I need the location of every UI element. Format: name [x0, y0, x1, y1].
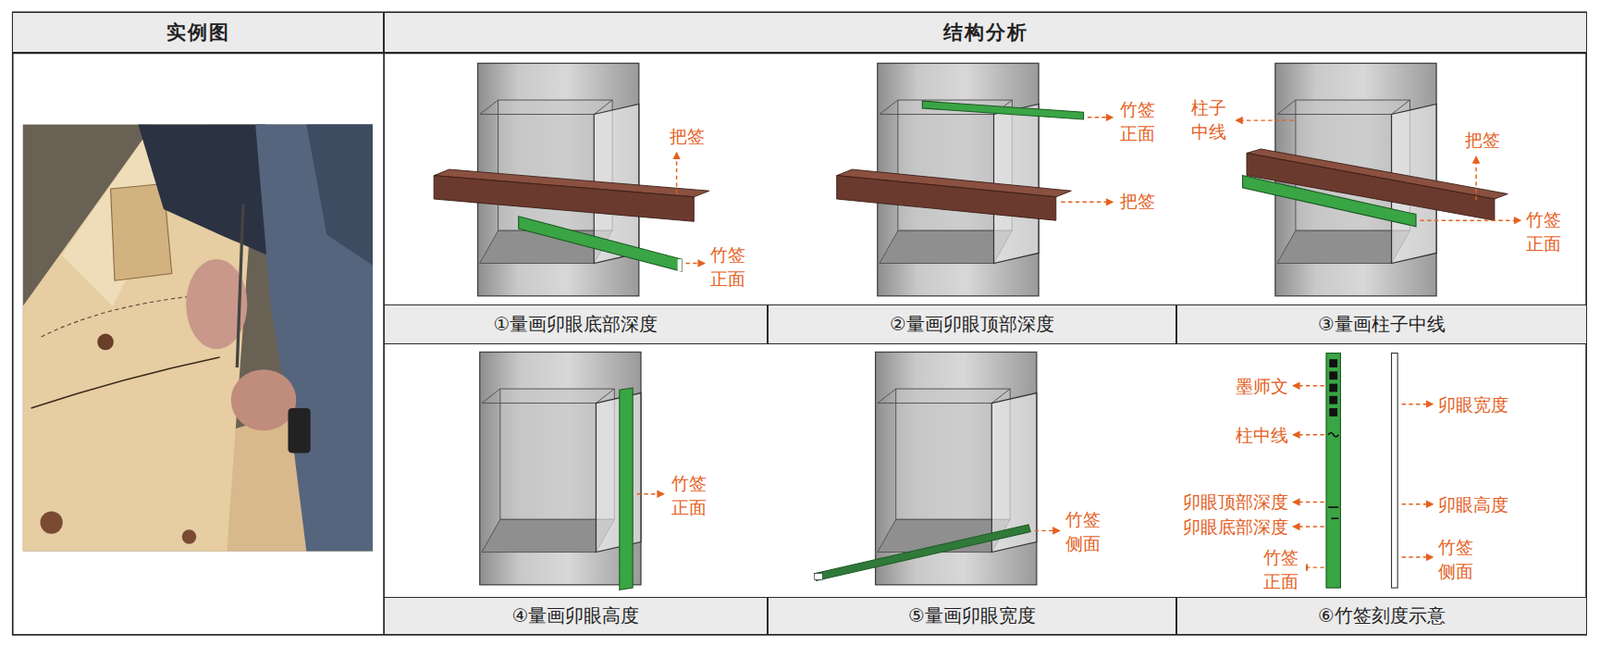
caption-text: ④量画卯眼高度 — [512, 603, 640, 628]
part-label: 卯眼高度 — [1436, 492, 1511, 517]
polygon-shape — [255, 124, 373, 552]
polygon-shape — [1243, 175, 1416, 227]
line-shape — [1328, 505, 1339, 508]
rect-shape — [1329, 370, 1338, 380]
part-label: 竹签 正面 — [1261, 545, 1306, 593]
part-label: 墨师文 — [1233, 374, 1291, 399]
caption-band: ⑥竹签刻度示意 — [1176, 596, 1588, 635]
polygon-shape — [836, 175, 1057, 222]
line-shape — [1475, 157, 1477, 200]
rect-shape — [1329, 395, 1338, 405]
caption-text: ②量画卯眼顶部深度 — [889, 311, 1055, 337]
part-label: 竹签 正面 — [1524, 208, 1569, 256]
part-label: 柱子 中线 — [1189, 96, 1234, 144]
circle-shape — [97, 333, 114, 351]
rect-shape — [1329, 358, 1338, 368]
rect-shape — [1329, 383, 1338, 393]
part-label: 卯眼底部深度 — [1181, 515, 1291, 540]
use-shape — [480, 351, 641, 584]
path-shape — [1328, 432, 1339, 437]
use-shape — [875, 351, 1037, 584]
caption-band: ⑤量画卯眼宽度 — [767, 596, 1177, 635]
part-label: 把签 — [1118, 189, 1157, 214]
part-label: 卯眼顶部深度 — [1181, 490, 1291, 515]
polygon-shape — [813, 524, 1031, 581]
line-shape — [1060, 201, 1112, 203]
polygon-shape — [619, 387, 633, 590]
header-cell: 实例图 — [12, 12, 384, 53]
line-shape — [1087, 116, 1112, 118]
caption-text: ⑥竹签刻度示意 — [1317, 603, 1446, 628]
part-label: 竹签 侧面 — [1436, 535, 1481, 583]
caption-band: ④量画卯眼高度 — [383, 596, 768, 635]
part-label: 柱中线 — [1233, 423, 1291, 448]
part-label: 竹签 侧面 — [1063, 507, 1108, 555]
polygon-shape — [433, 175, 694, 222]
photo — [23, 124, 373, 552]
circle-shape — [182, 529, 197, 543]
polygon-shape — [137, 124, 268, 256]
polygon-shape — [306, 124, 373, 266]
rect-shape — [1326, 353, 1341, 589]
line-shape — [1034, 529, 1059, 531]
polygon-shape — [518, 216, 682, 272]
part-label: 竹签 正面 — [1118, 98, 1163, 146]
line-shape — [236, 204, 244, 368]
rect-shape — [23, 124, 373, 552]
part-label: 卯眼宽度 — [1436, 393, 1511, 418]
line-shape — [637, 492, 665, 494]
part-label: 把签 — [1463, 128, 1502, 153]
line-shape — [1402, 555, 1433, 557]
line-shape — [1330, 516, 1339, 519]
header-text: 实例图 — [166, 19, 231, 46]
caption-band: ①量画卯眼底部深度 — [383, 304, 768, 345]
line-shape — [1402, 503, 1433, 505]
header-text: 结构分析 — [943, 19, 1029, 46]
polygon-shape — [922, 100, 1084, 120]
part-label: 把签 — [667, 124, 707, 149]
caption-text: ⑤量画卯眼宽度 — [908, 603, 1036, 628]
line-shape — [676, 152, 677, 194]
part-label: 竹签 正面 — [708, 243, 753, 291]
caption-band: ③量画柱子中线 — [1176, 304, 1588, 345]
rect-shape — [813, 573, 823, 580]
line-shape — [1293, 501, 1325, 503]
rect-shape — [677, 258, 682, 271]
line-shape — [1236, 119, 1294, 121]
circle-shape — [39, 510, 62, 533]
line-shape — [1402, 403, 1433, 405]
line-shape — [1419, 219, 1520, 221]
header-cell: 结构分析 — [383, 12, 1588, 53]
rect-shape — [12, 12, 1587, 635]
line-shape — [1293, 525, 1325, 527]
line-shape — [685, 262, 704, 264]
path-shape — [41, 295, 195, 337]
caption-band: ②量画卯眼顶部深度 — [767, 304, 1177, 345]
rect-shape — [1329, 407, 1338, 417]
caption-text: ①量画卯眼底部深度 — [493, 311, 659, 337]
ellipse-shape — [231, 369, 297, 431]
part-label: 竹签 正面 — [669, 471, 714, 519]
path-shape — [31, 356, 221, 408]
line-shape — [1293, 433, 1325, 435]
rect-shape — [1391, 353, 1399, 589]
caption-text: ③量画柱子中线 — [1317, 311, 1446, 337]
rect-shape — [287, 407, 310, 454]
line-shape — [1293, 384, 1325, 386]
